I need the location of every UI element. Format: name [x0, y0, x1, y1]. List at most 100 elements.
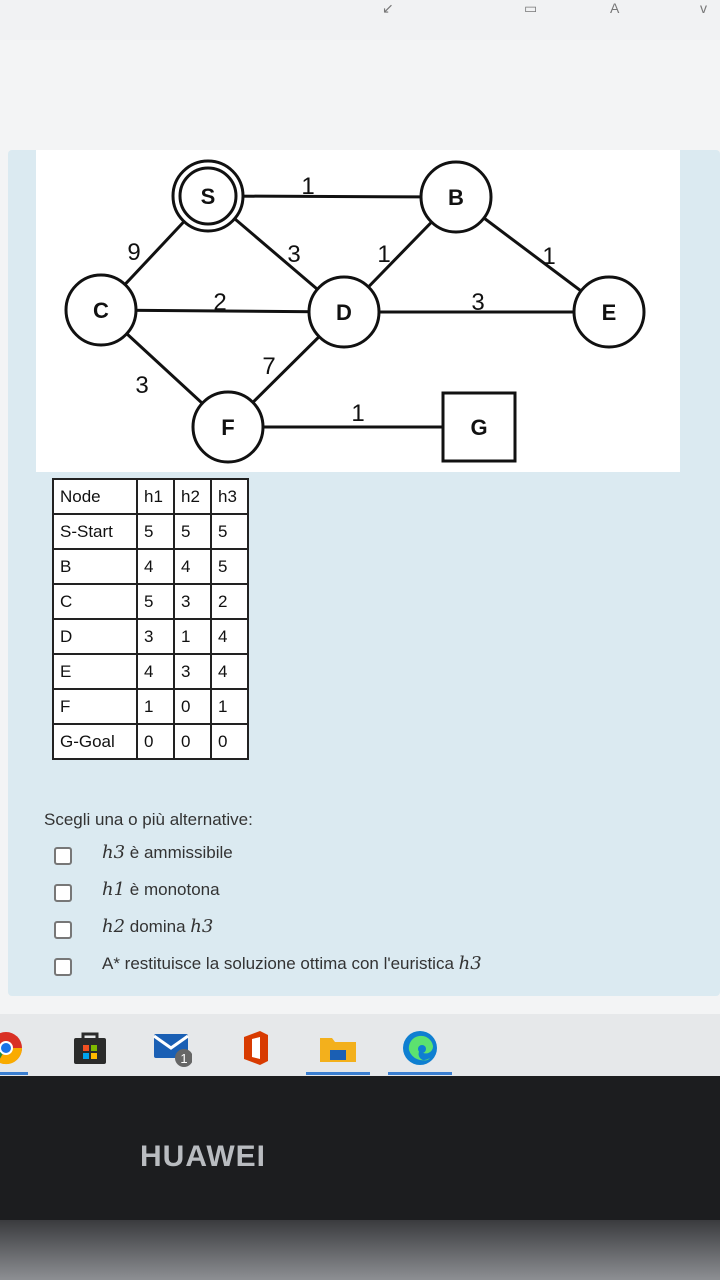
laptop-bezel: HUAWEI — [0, 1076, 720, 1280]
laptop-keyboard-edge — [0, 1220, 720, 1280]
node-cell: C — [52, 583, 138, 620]
edge-cost-label: 1 — [377, 241, 390, 268]
option-label[interactable]: h1 è monotona — [102, 879, 220, 900]
edge-C-D — [100, 308, 345, 314]
option-label[interactable]: h2 domina h3 — [102, 916, 213, 937]
value-cell: 2 — [210, 583, 249, 620]
node-cell: D — [52, 618, 138, 655]
node-D-shape — [307, 275, 381, 349]
edge-cost-label: 2 — [213, 289, 226, 316]
window-icon[interactable]: ▭ — [524, 0, 538, 16]
node-cell: G-Goal — [52, 723, 138, 760]
node-C-shape — [64, 273, 138, 347]
node-G-shape — [441, 391, 517, 463]
mail-badge: 1 — [180, 1051, 187, 1066]
value-cell: 3 — [173, 583, 212, 620]
office-icon[interactable] — [236, 1028, 276, 1068]
table-row: G-Goal 0 0 0 — [52, 723, 249, 760]
chrome-icon[interactable] — [0, 1028, 26, 1068]
value-cell: 1 — [173, 618, 212, 655]
checkbox[interactable] — [54, 958, 72, 976]
checkbox[interactable] — [54, 847, 72, 865]
node-E-shape — [572, 275, 646, 349]
option-text: è monotona — [125, 880, 220, 899]
table-row: C 5 3 2 — [52, 583, 249, 620]
node-G-label: G — [470, 415, 487, 440]
file-explorer-icon[interactable] — [318, 1028, 358, 1068]
option-text: è ammissibile — [125, 843, 233, 862]
node-F-shape — [191, 390, 265, 464]
node-S-shape — [171, 159, 245, 233]
node-cell: B — [52, 548, 138, 585]
font-icon[interactable]: A — [610, 0, 620, 16]
node-cell: S-Start — [52, 513, 138, 550]
math-h: h3 — [458, 953, 482, 974]
value-cell: 5 — [210, 548, 249, 585]
option-text: domina — [125, 917, 191, 936]
value-cell: 4 — [210, 653, 249, 690]
option-label[interactable]: A* restituisce la soluzione ottima con l… — [102, 953, 482, 974]
table-row: E 4 3 4 — [52, 653, 249, 690]
table-row: D 3 1 4 — [52, 618, 249, 655]
value-cell: 4 — [210, 618, 249, 655]
table-row: S-Start 5 5 5 — [52, 513, 249, 550]
node-C-label: C — [93, 298, 109, 323]
node-S-label: S — [201, 184, 216, 209]
value-cell: 0 — [136, 723, 175, 760]
edge-icon[interactable] — [400, 1028, 440, 1068]
store-icon[interactable] — [70, 1028, 110, 1068]
node-D-label: D — [336, 300, 352, 325]
value-cell: 5 — [210, 513, 249, 550]
node-cell: F — [52, 688, 138, 725]
brand-logo: HUAWEI — [140, 1140, 266, 1173]
math-h: h1 — [102, 879, 126, 900]
value-cell: 5 — [136, 513, 175, 550]
value-cell: 3 — [173, 653, 212, 690]
value-cell: 4 — [136, 653, 175, 690]
active-indicator — [306, 1072, 370, 1075]
option-label[interactable]: h3 è ammissibile — [102, 842, 233, 863]
windows-taskbar: 1 — [0, 1014, 720, 1076]
header-cell: h1 — [136, 478, 175, 515]
value-cell: 5 — [173, 513, 212, 550]
edge-cost-label: 1 — [351, 400, 364, 427]
math-h: h3 — [190, 916, 214, 937]
value-cell: 3 — [136, 618, 175, 655]
header-cell: Node — [52, 478, 138, 515]
edge-cost-label: 7 — [262, 353, 275, 380]
edge-S-B — [207, 194, 457, 199]
value-cell: 4 — [136, 548, 175, 585]
table-header-row: Node h1 h2 h3 — [52, 478, 249, 515]
node-F-label: F — [221, 415, 234, 440]
edge-cost-label: 1 — [542, 243, 555, 270]
heuristics-table: Node h1 h2 h3 S-Start 5 5 5 B 4 4 5 C 5 … — [52, 478, 249, 760]
node-E-label: E — [602, 300, 617, 325]
edge-cost-label: 3 — [287, 241, 300, 268]
value-cell: 1 — [210, 688, 249, 725]
value-cell: 0 — [173, 723, 212, 760]
active-indicator — [0, 1072, 28, 1075]
checkbox[interactable] — [54, 884, 72, 902]
table-row: F 1 0 1 — [52, 688, 249, 725]
option-text: A* restituisce la soluzione ottima con l… — [102, 954, 459, 973]
mail-icon[interactable]: 1 — [152, 1028, 192, 1068]
edge-cost-label: 3 — [135, 372, 148, 399]
value-cell: 0 — [173, 688, 212, 725]
chevron-down-icon[interactable]: v — [700, 0, 707, 16]
node-S-inner-ring — [178, 166, 238, 226]
node-B-shape — [419, 160, 493, 234]
value-cell: 4 — [173, 548, 212, 585]
value-cell: 0 — [210, 723, 249, 760]
header-cell: h3 — [210, 478, 249, 515]
checkbox[interactable] — [54, 921, 72, 939]
value-cell: 1 — [136, 688, 175, 725]
active-indicator — [388, 1072, 452, 1075]
header-cell: h2 — [173, 478, 212, 515]
math-h: h2 — [102, 916, 126, 937]
down-arrow-icon[interactable]: ↙ — [382, 0, 394, 16]
value-cell: 5 — [136, 583, 175, 620]
node-B-label: B — [448, 185, 464, 210]
edge-cost-label: 3 — [471, 289, 484, 316]
node-cell: E — [52, 653, 138, 690]
